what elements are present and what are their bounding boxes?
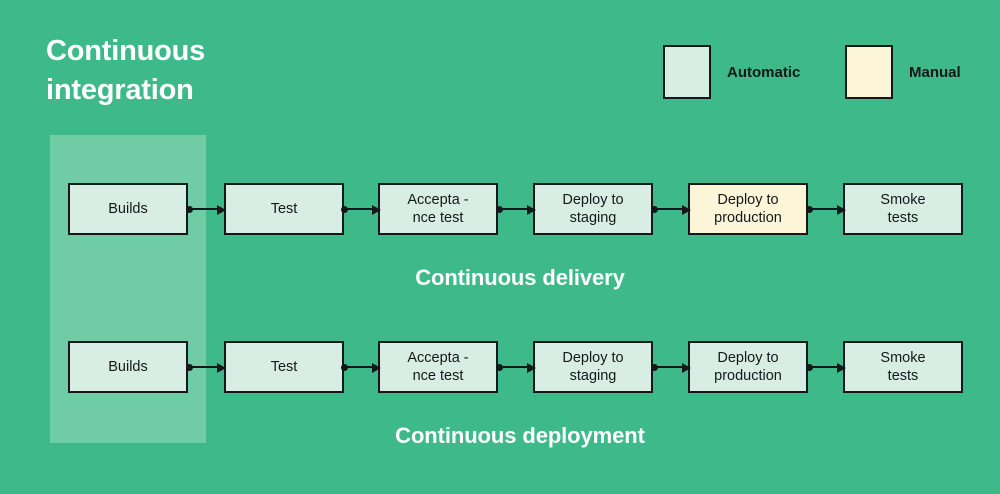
arrow-icon [496,205,536,215]
arrow-icon [186,205,226,215]
legend-label-automatic: Automatic [727,63,801,81]
arrow-icon [341,363,381,373]
pipeline-node-test: Test [224,183,344,235]
arrow-icon [806,205,846,215]
pipeline-node-acceptance-test: Accepta - nce test [378,183,498,235]
pipeline-node-acceptance-test: Accepta - nce test [378,341,498,393]
pipeline-node-smoke-tests: Smoke tests [843,341,963,393]
pipeline-node-builds: Builds [68,183,188,235]
continuous-integration-title: Continuous integration [46,35,206,106]
arrow-icon [496,363,536,373]
pipeline-node-deploy-to-production: Deploy to production [688,183,808,235]
pipeline-node-test: Test [224,341,344,393]
pipeline-row-continuous-delivery: Builds Test Accepta - nce test Deploy to… [0,183,1000,235]
continuous-delivery-title: Continuous delivery [415,265,625,290]
pipeline-node-deploy-to-production: Deploy to production [688,341,808,393]
legend-label-manual: Manual [909,63,961,81]
continuous-integration-highlight-band [50,135,206,443]
arrow-icon [651,205,691,215]
pipeline-node-deploy-to-staging: Deploy to staging [533,341,653,393]
pipeline-node-smoke-tests: Smoke tests [843,183,963,235]
arrow-icon [186,363,226,373]
legend-swatch-automatic-icon [663,45,711,99]
arrow-icon [341,205,381,215]
legend-item-manual: Manual [845,45,961,99]
pipeline-node-deploy-to-staging: Deploy to staging [533,183,653,235]
arrow-icon [651,363,691,373]
legend-swatch-manual-icon [845,45,893,99]
continuous-deployment-title: Continuous deployment [395,423,645,448]
legend-item-automatic: Automatic [663,45,800,99]
arrow-icon [806,363,846,373]
pipeline-row-continuous-deployment: Builds Test Accepta - nce test Deploy to… [0,341,1000,393]
pipeline-node-builds: Builds [68,341,188,393]
